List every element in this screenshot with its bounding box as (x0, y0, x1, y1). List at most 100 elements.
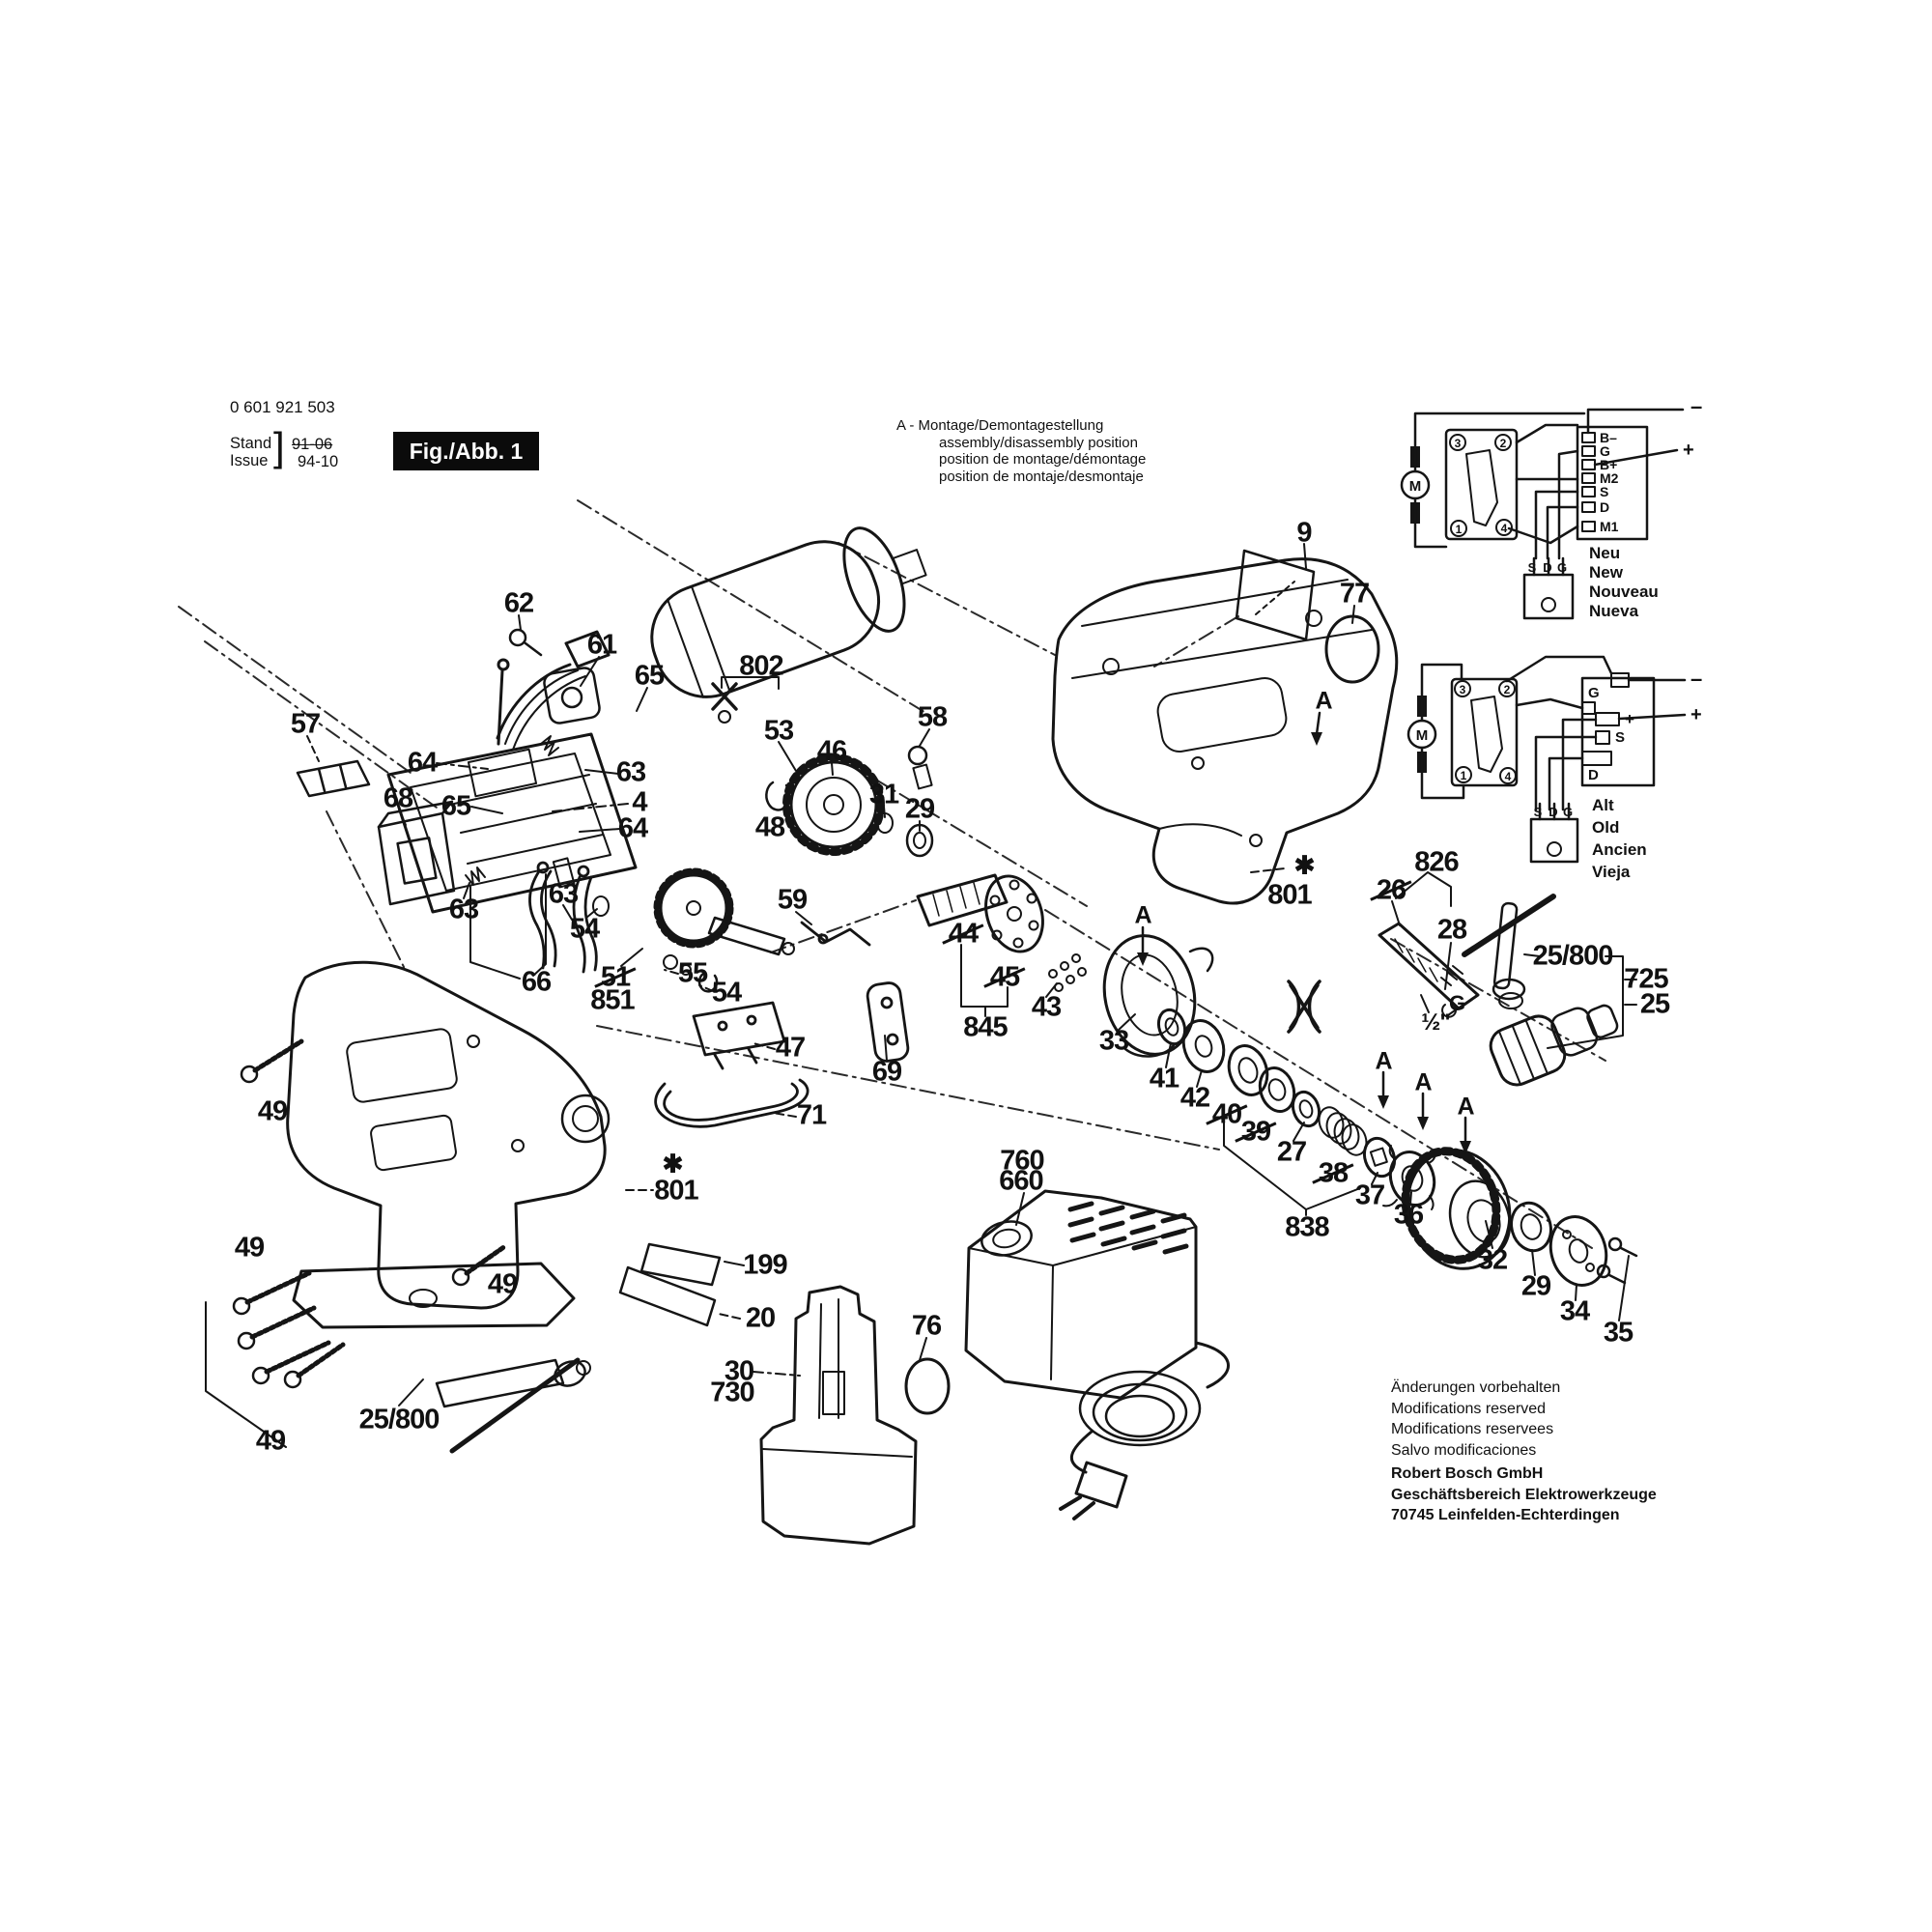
stand-label: Stand (230, 435, 272, 452)
svg-text:S: S (1600, 484, 1608, 499)
svg-text:D: D (1548, 805, 1557, 819)
notice-line-4: Salvo modificaciones (1391, 1441, 1537, 1459)
orings-stickers-drawing (618, 549, 1380, 1415)
company-division: Geschäftsbereich Elektrowerkzeuge (1391, 1486, 1657, 1503)
svg-text:2: 2 (1500, 437, 1507, 450)
group-838: 838 (1285, 1211, 1329, 1243)
part-61: 61 (586, 629, 617, 661)
svg-text:B+: B+ (1600, 457, 1617, 472)
wiring-old-names: Alt Old Ancien Vieja (1592, 794, 1647, 883)
mark-a-1: A (1134, 901, 1151, 929)
part-730: 730 (710, 1377, 754, 1408)
part-44: 44 (948, 918, 979, 950)
svg-text:1: 1 (1461, 769, 1467, 782)
part-33: 33 (1098, 1025, 1129, 1057)
part-49-left: 49 (234, 1232, 265, 1264)
part-68: 68 (383, 782, 413, 814)
svg-text:S: S (1528, 560, 1537, 575)
group-25-800-left: 25/800 (358, 1404, 440, 1435)
assembly-note-line-1: A - Montage/Demontagestellung (896, 417, 1104, 434)
issue-value: 94-10 (298, 453, 339, 470)
name-vieja: Vieja (1592, 863, 1631, 881)
svg-text:B–: B– (1600, 430, 1617, 445)
part-4: 4 (632, 786, 647, 818)
mark-801-right: 801 (1267, 879, 1312, 911)
mark-a-2: A (1375, 1047, 1392, 1075)
figure-label-box: Fig./Abb. 1 (393, 432, 539, 470)
svg-text:G: G (1557, 560, 1567, 575)
clutch-drum-drawing (1401, 1147, 1638, 1287)
part-199: 199 (743, 1249, 787, 1281)
part-34: 34 (1559, 1295, 1590, 1327)
svg-text:2: 2 (1504, 683, 1511, 696)
screws-drawing (232, 1038, 508, 1389)
terminal-screw-drawing (508, 628, 601, 724)
mark-a-4: A (1457, 1093, 1474, 1121)
part-41: 41 (1149, 1063, 1179, 1094)
company-address: 70745 Leinfelden-Echterdingen (1391, 1507, 1620, 1523)
chuck-assembly-drawing (1378, 894, 1619, 1087)
name-alt: Alt (1592, 796, 1614, 814)
part-54-mid: 54 (569, 913, 600, 945)
minus-sign-old: – (1690, 667, 1702, 691)
asterisk-left: ✱ (662, 1149, 684, 1179)
motor-label-old: M (1416, 727, 1429, 744)
svg-text:G: G (1600, 443, 1610, 459)
brush-parts-drawing (296, 759, 456, 906)
part-77: 77 (1339, 578, 1370, 610)
part-71: 71 (796, 1099, 827, 1131)
part-29-front: 29 (1520, 1270, 1551, 1302)
svg-text:4: 4 (1505, 770, 1512, 783)
mark-801-left: 801 (654, 1175, 698, 1207)
name-ancien: Ancien (1592, 840, 1647, 859)
plus-sign-old: + (1690, 704, 1702, 725)
part-45: 45 (989, 961, 1020, 993)
part-76: 76 (911, 1310, 942, 1342)
part-46: 46 (816, 735, 847, 767)
svg-text:3: 3 (1455, 437, 1462, 450)
washer-train-drawing (1156, 1008, 1436, 1210)
position-arrows (1137, 711, 1471, 1154)
part-59: 59 (777, 884, 808, 916)
part-62: 62 (503, 587, 534, 619)
part-49-bottom: 49 (255, 1425, 286, 1457)
part-760: 760 (1000, 1145, 1044, 1177)
part-63-low: 63 (448, 894, 479, 925)
part-43: 43 (1031, 991, 1062, 1023)
part-30: 30 (724, 1355, 754, 1387)
name-nueva: Nueva (1589, 602, 1639, 620)
assembly-note-line-3: position de montage/démontage (939, 451, 1147, 468)
motor-label-new: M (1409, 478, 1422, 495)
motor-drawing (650, 526, 927, 698)
part-28: 28 (1436, 914, 1467, 946)
part-65-left: 65 (440, 790, 471, 822)
svg-text:M1: M1 (1600, 519, 1619, 534)
front-housing-drawing (286, 960, 611, 1329)
part-27: 27 (1276, 1136, 1307, 1168)
part-29: 29 (904, 793, 935, 825)
part-64-right: 64 (617, 812, 648, 844)
part-20: 20 (745, 1302, 776, 1334)
part-31: 31 (868, 779, 899, 810)
part-65-top: 65 (634, 660, 665, 692)
gear-46-drawing (765, 745, 934, 858)
revision-bracket: ] (273, 424, 285, 469)
assembly-note-line-2: assembly/disassembly position (939, 434, 1138, 451)
part-725: 725 (1624, 963, 1668, 995)
terminal-s-old: S (1615, 729, 1625, 746)
assembly-symbols (711, 682, 1321, 1034)
svg-text:3: 3 (1460, 683, 1466, 696)
part-26: 26 (1376, 874, 1406, 906)
spindle-drawing (916, 873, 1087, 992)
company-name: Robert Bosch GmbH (1391, 1465, 1544, 1482)
svg-text:G: G (1563, 805, 1573, 819)
part-660: 660 (999, 1165, 1043, 1197)
trigger-parts-drawing (528, 861, 910, 1128)
battery-drawing (759, 1285, 918, 1546)
svg-text:1: 1 (1456, 523, 1463, 536)
part-64-left: 64 (407, 747, 438, 779)
svg-text:4: 4 (1501, 522, 1508, 535)
group-826: 826 (1414, 846, 1459, 878)
